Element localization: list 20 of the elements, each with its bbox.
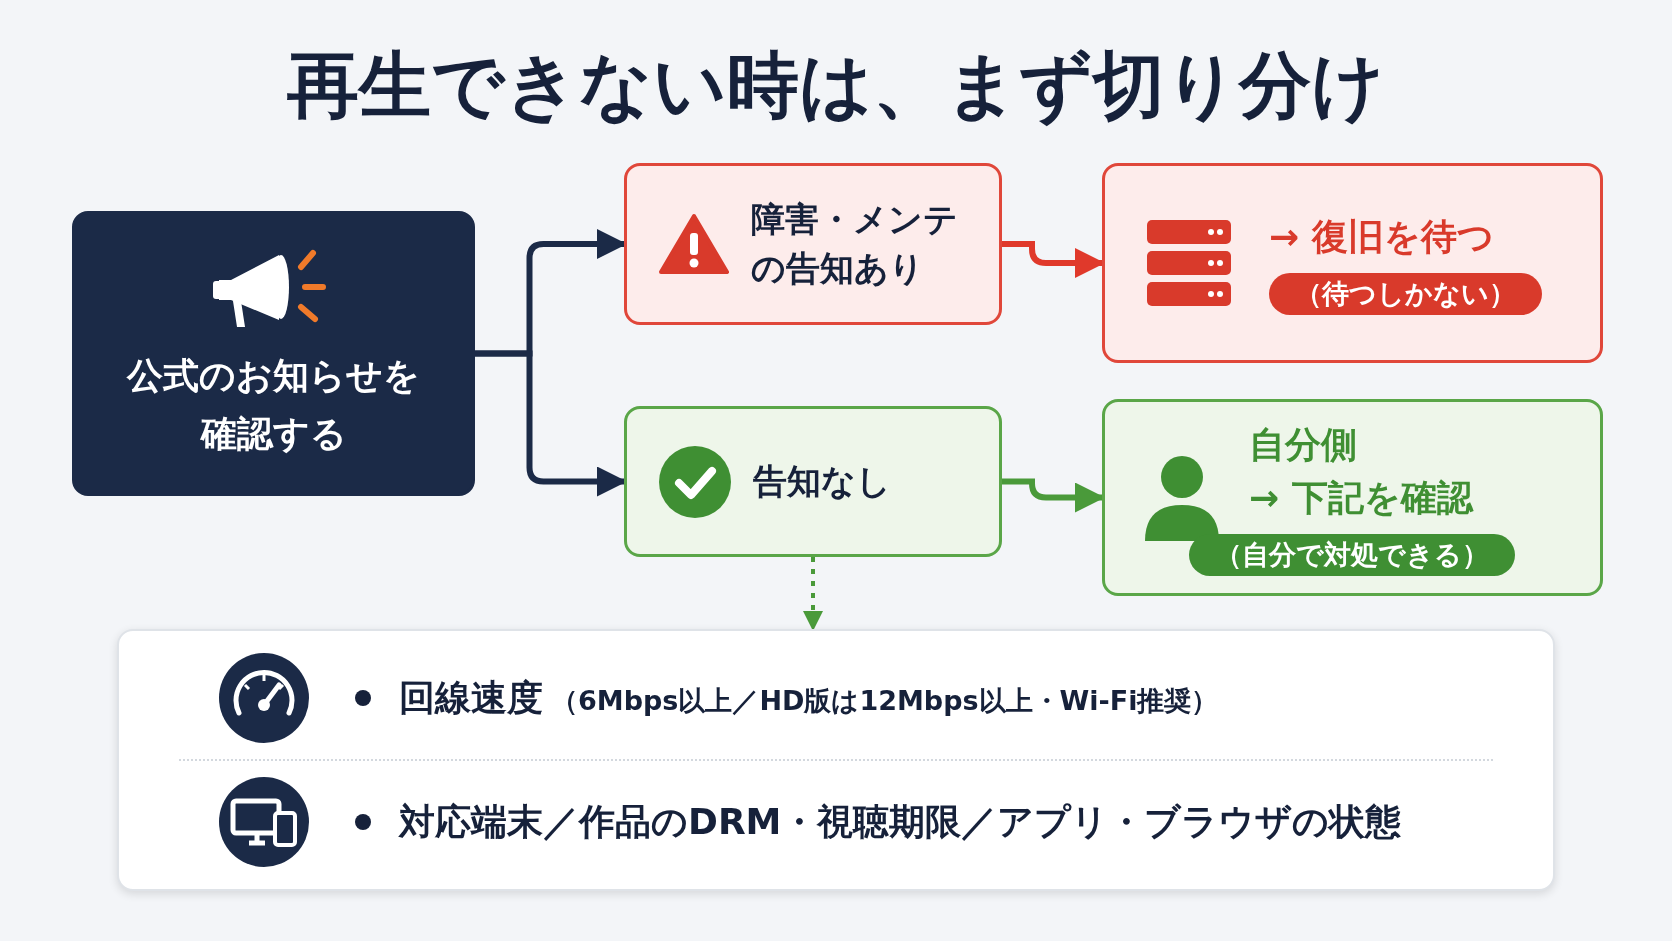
checklist-text: 対応端末／作品のDRM・視聴期限／アプリ・ブラウザの状態 xyxy=(399,799,1402,844)
arrow xyxy=(475,350,627,497)
alert-box xyxy=(624,163,1002,325)
checklist-panel xyxy=(117,629,1555,891)
arrow xyxy=(803,557,823,631)
arrow xyxy=(1002,478,1105,513)
box-text: 公式のお知らせを確認する xyxy=(125,353,421,456)
result-text: → 復旧を待つ xyxy=(1269,214,1494,259)
result-text: → 下記を確認 xyxy=(1249,475,1473,520)
title-heading: 再生できない時は、まず切り分け xyxy=(287,42,1385,129)
ok-box xyxy=(624,406,1002,557)
result-box xyxy=(1102,399,1603,596)
status-pill: （待つしかない） xyxy=(1269,273,1542,316)
result-text: 自分側 xyxy=(1249,423,1357,468)
arrow xyxy=(1002,241,1105,278)
box-text: 障害・メンテの告知あり xyxy=(751,197,959,290)
result-box xyxy=(1102,163,1603,363)
box-text: 告知なし xyxy=(753,459,891,503)
start-box xyxy=(72,211,475,496)
checklist-text: 回線速度（6Mbps以上／HD版は12Mbps以上・Wi-Fi推奨） xyxy=(399,675,1219,720)
